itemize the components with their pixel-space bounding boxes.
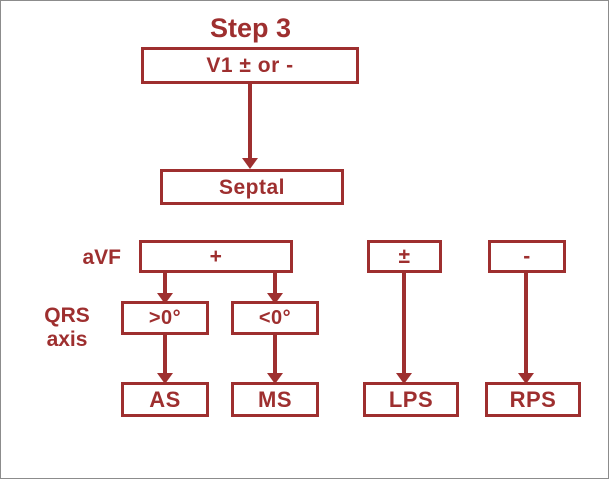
node-ms: MS [231, 382, 319, 417]
label-qrs-axis: QRS axis [27, 304, 107, 351]
arrowhead-plus-to-gt0 [157, 293, 173, 304]
arrowhead-plus-to-lt0 [267, 293, 283, 304]
label-qrs-axis-line1: QRS [44, 304, 90, 327]
arrowhead-equiphasic-to-lps [396, 373, 412, 384]
node-avf-positive: + [139, 240, 293, 273]
node-lps: LPS [363, 382, 459, 417]
label-qrs-axis-line2: axis [46, 327, 88, 351]
node-as: AS [121, 382, 209, 417]
node-qrs-axis-lt0: <0° [231, 301, 319, 335]
edge-v1-to-septal [248, 84, 252, 162]
node-septal: Septal [160, 169, 344, 205]
node-rps: RPS [485, 382, 581, 417]
label-avf: aVF [82, 246, 121, 269]
node-v1: V1 ± or - [141, 47, 359, 84]
node-avf-negative: - [488, 240, 566, 273]
edge-lt0-to-ms [273, 335, 277, 377]
node-qrs-axis-gt0: >0° [121, 301, 209, 335]
arrowhead-gt0-to-as [157, 373, 173, 384]
edge-plus-to-gt0 [163, 273, 167, 297]
node-avf-equiphasic: ± [367, 240, 442, 273]
edge-negative-to-rps [524, 273, 528, 377]
arrowhead-v1-to-septal [242, 158, 258, 169]
edge-plus-to-lt0 [273, 273, 277, 297]
arrowhead-negative-to-rps [518, 373, 534, 384]
edge-equiphasic-to-lps [402, 273, 406, 377]
arrowhead-lt0-to-ms [267, 373, 283, 384]
edge-gt0-to-as [163, 335, 167, 377]
diagram-title: Step 3 [209, 13, 292, 43]
